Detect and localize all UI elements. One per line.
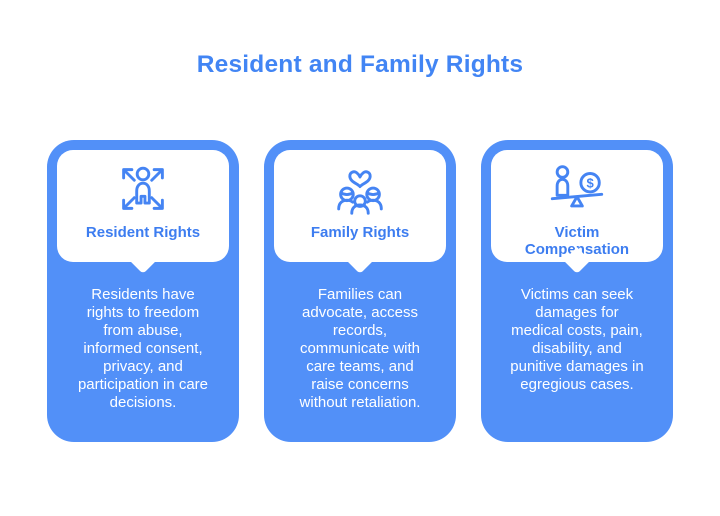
card-description: Victims can seek damages for medical cos… (510, 286, 644, 393)
expand-person-icon (57, 150, 229, 221)
card-header-panel: Resident Rights (57, 150, 229, 262)
svg-text:$: $ (586, 176, 594, 191)
card-description: Residents have rights to freedom from ab… (77, 286, 209, 411)
card-title: Family Rights (310, 224, 410, 241)
card-header-panel: Family Rights (274, 150, 446, 262)
card-victim-compensation: $ Victim Compensation Victims can seek d… (481, 140, 673, 442)
card-resident-rights: Resident Rights Residents have rights to… (47, 140, 239, 442)
family-heart-icon (274, 150, 446, 221)
card-family-rights: Family Rights Families can advocate, acc… (264, 140, 456, 442)
card-header-panel: $ Victim Compensation (491, 150, 663, 262)
balance-money-icon: $ (491, 150, 663, 221)
page-title: Resident and Family Rights (196, 51, 524, 78)
cards-row: Resident Rights Residents have rights to… (0, 140, 720, 442)
card-title: Victim Compensation (524, 224, 630, 259)
card-title: Resident Rights (85, 224, 201, 241)
card-description: Families can advocate, access records, c… (299, 286, 421, 411)
